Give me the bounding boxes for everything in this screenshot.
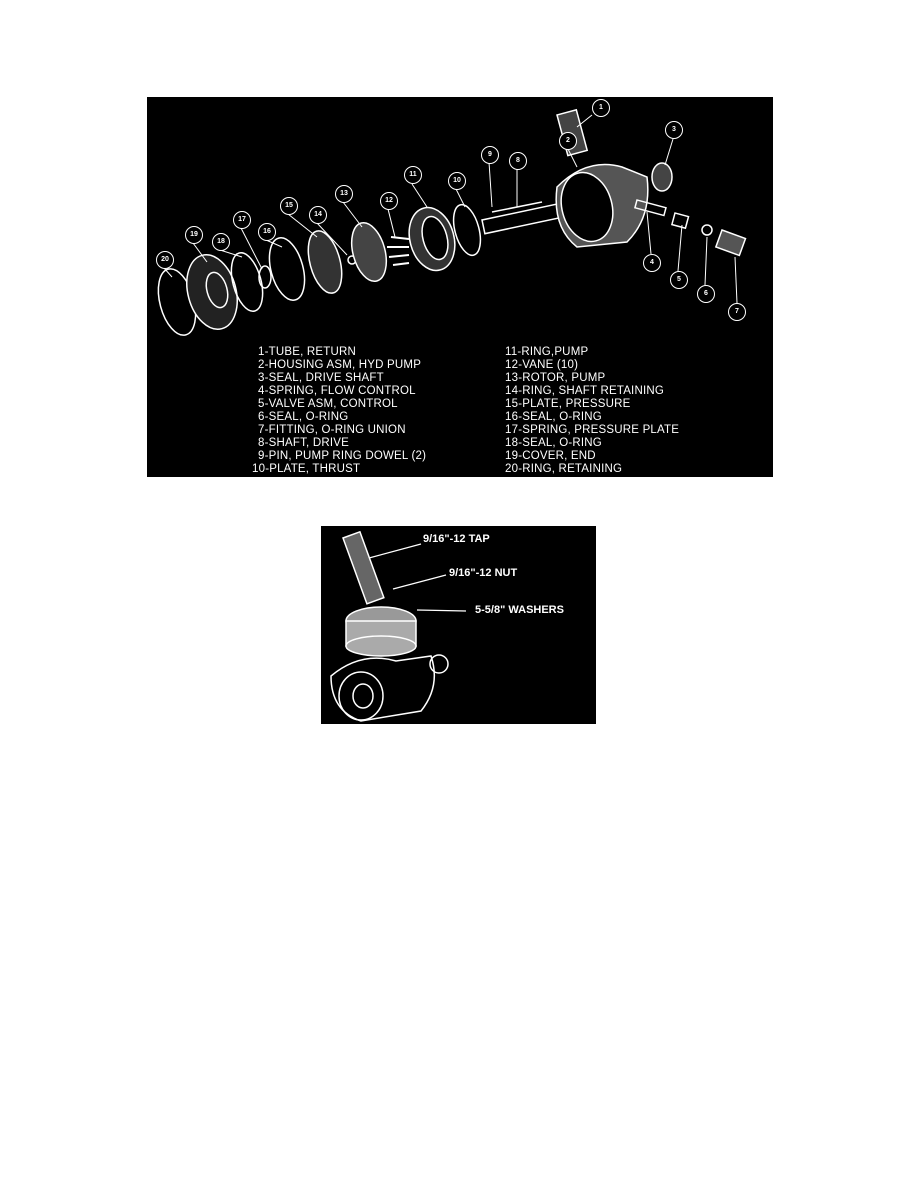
callout-2: 2: [559, 132, 577, 150]
callout-4: 4: [643, 254, 661, 272]
legend-item: 7-FITTING, O-RING UNION: [258, 424, 406, 436]
parts-legend-right: 11-RING,PUMP 12-VANE (10) 13-ROTOR, PUMP…: [505, 346, 679, 476]
tap-label: 9/16"-12 TAP: [423, 533, 490, 545]
parts-legend-left: 1-TUBE, RETURN 2-HOUSING ASM, HYD PUMP 3…: [252, 346, 427, 476]
callout-13: 13: [335, 185, 353, 203]
legend-item: 18-SEAL, O-RING: [505, 437, 602, 449]
exploded-parts-drawing: [157, 108, 747, 336]
legend-item: 14-RING, SHAFT RETAINING: [505, 385, 665, 397]
callout-1: 1: [592, 99, 610, 117]
callout-12: 12: [380, 192, 398, 210]
callout-7: 7: [728, 303, 746, 321]
pump-exploded-diagram: 1 2 3 4 5 6 7 8 9 10 11 12 13 14 15 16 1…: [147, 97, 773, 477]
callout-16: 16: [258, 223, 276, 241]
legend-item: 10-PLATE, THRUST: [252, 463, 361, 475]
legend-item: 3-SEAL, DRIVE SHAFT: [258, 372, 384, 384]
legend-item: 17-SPRING, PRESSURE PLATE: [505, 424, 680, 436]
callout-5: 5: [670, 271, 688, 289]
callout-19: 19: [185, 226, 203, 244]
washers-label: 5-5/8" WASHERS: [475, 604, 564, 616]
callout-20: 20: [156, 251, 174, 269]
legend-item: 4-SPRING, FLOW CONTROL: [258, 385, 416, 397]
callout-9: 9: [481, 146, 499, 164]
legend-item: 6-SEAL, O-RING: [258, 411, 349, 423]
legend-item: 5-VALVE ASM, CONTROL: [258, 398, 398, 410]
legend-item: 1-TUBE, RETURN: [258, 346, 357, 358]
legend-item: 12-VANE (10): [505, 359, 579, 371]
legend-item: 11-RING,PUMP: [505, 346, 589, 358]
callout-11: 11: [404, 166, 422, 184]
legend-item: 13-ROTOR, PUMP: [505, 372, 606, 384]
legend-item: 16-SEAL, O-RING: [505, 411, 602, 423]
nut-label: 9/16"-12 NUT: [449, 567, 518, 579]
callout-17: 17: [233, 211, 251, 229]
callout-15: 15: [280, 197, 298, 215]
pump-with-tap-drawing: [330, 530, 467, 722]
legend-item: 20-RING, RETAINING: [505, 463, 623, 475]
callout-3: 3: [665, 121, 683, 139]
legend-item: 19-COVER, END: [505, 450, 596, 462]
callout-18: 18: [212, 233, 230, 251]
legend-item: 2-HOUSING ASM, HYD PUMP: [258, 359, 422, 371]
legend-item: 9-PIN, PUMP RING DOWEL (2): [258, 450, 427, 462]
callout-8: 8: [509, 152, 527, 170]
legend-item: 15-PLATE, PRESSURE: [505, 398, 631, 410]
callout-10: 10: [448, 172, 466, 190]
callout-6: 6: [697, 285, 715, 303]
callout-14: 14: [309, 206, 327, 224]
tap-nut-washers-diagram: 9/16"-12 TAP 9/16"-12 NUT 5-5/8" WASHERS: [321, 526, 596, 724]
legend-item: 8-SHAFT, DRIVE: [258, 437, 349, 449]
